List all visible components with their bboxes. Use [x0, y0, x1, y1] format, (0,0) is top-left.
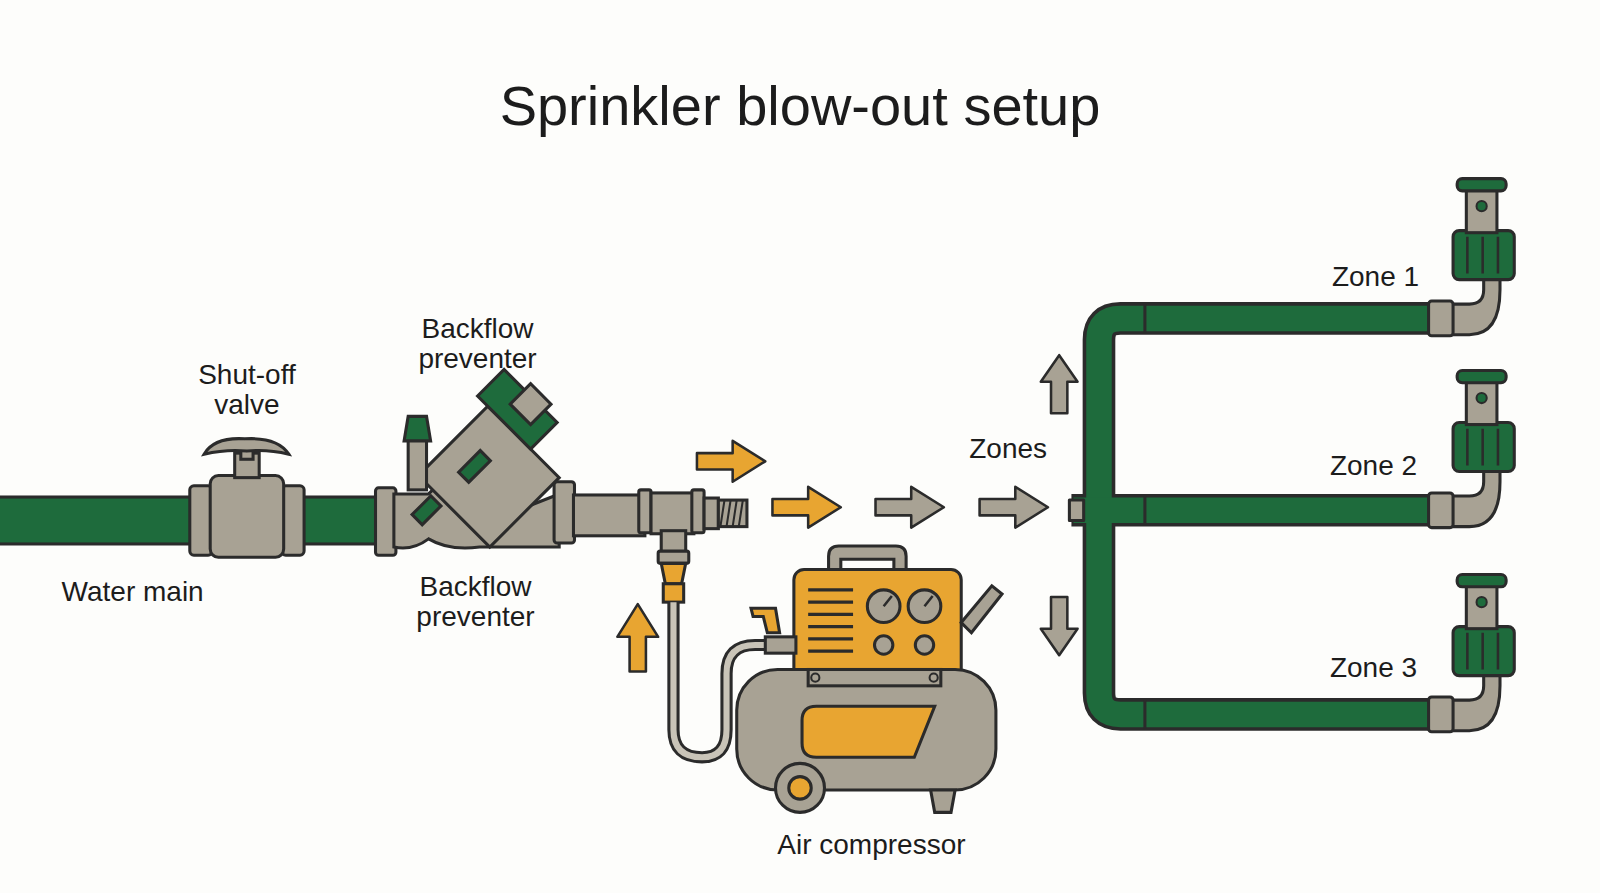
flow-arrows — [617, 355, 1077, 671]
zone-manifold — [1069, 304, 1438, 729]
sprinkler-heads — [1429, 179, 1515, 732]
zone-label: Zone 3 — [1330, 653, 1417, 683]
group-label: Zones — [969, 434, 1047, 464]
shutoff-valve — [190, 439, 304, 558]
diagram-title: Sprinkler blow-out setup — [500, 76, 1101, 136]
backflow-preventer — [376, 369, 575, 555]
zone-label: Zone 1 — [1332, 261, 1419, 291]
pipe-label: Water main — [62, 577, 204, 607]
zone-label: Zone 2 — [1330, 451, 1417, 481]
outlet-tee — [573, 490, 746, 602]
air-compressor — [737, 546, 1002, 812]
valve-label: Shut-off valve — [172, 360, 322, 420]
device-label: Air compressor — [777, 830, 965, 860]
part-label: Backflow preventer — [401, 572, 551, 632]
part-label: Backflow preventer — [403, 314, 553, 374]
